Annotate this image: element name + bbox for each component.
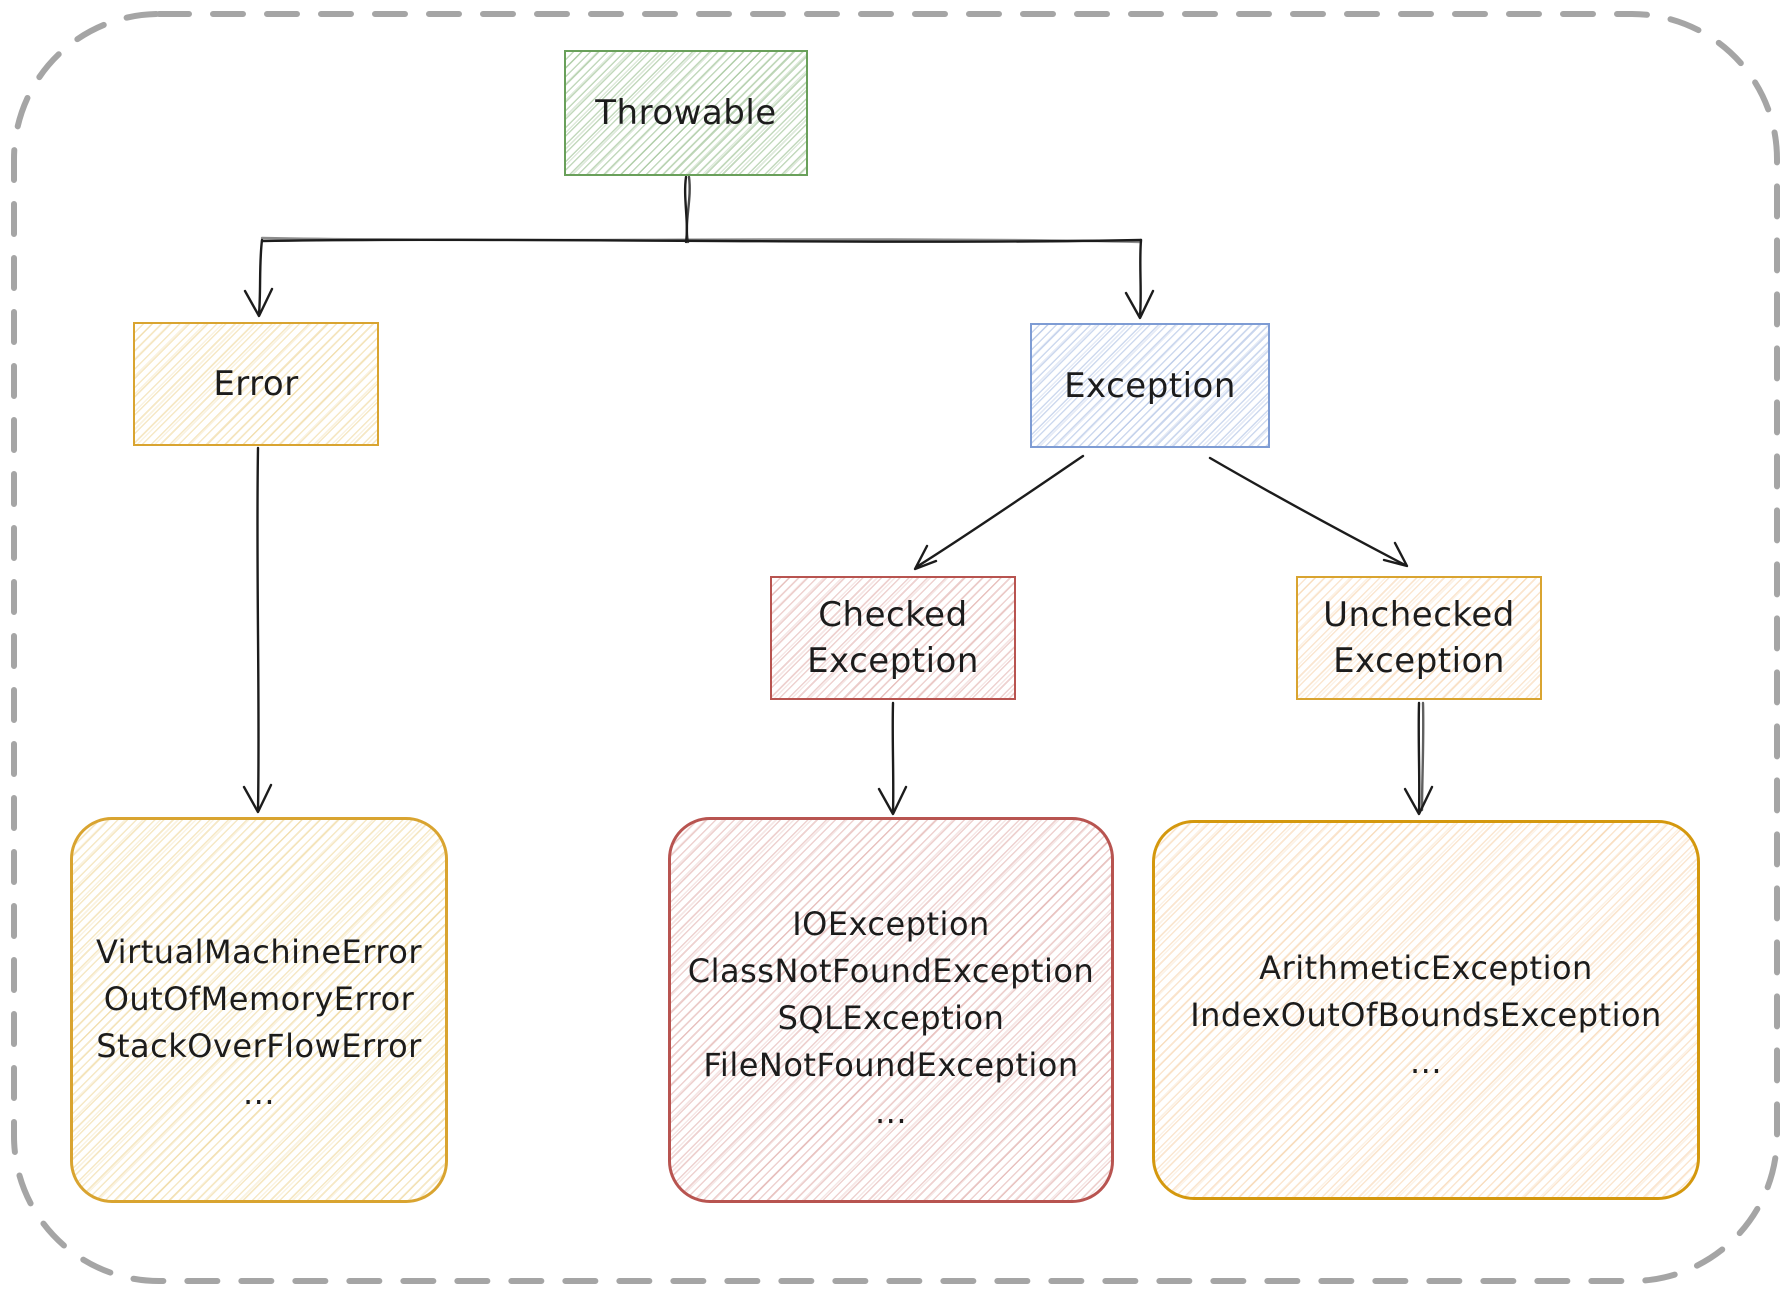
node-checked-examples: IOException ClassNotFoundException SQLEx… <box>668 817 1114 1203</box>
arrow-error-to-examples-head <box>242 783 273 814</box>
arrow-unchecked-to-examples-head <box>1403 785 1434 816</box>
node-throwable-label: Throwable <box>595 93 777 133</box>
arrow-exception-to-checked-head <box>913 544 938 571</box>
arrow-exception-to-unchecked-head <box>1382 541 1409 568</box>
node-unchecked-exception: Unchecked Exception <box>1296 576 1542 700</box>
arrow-checked-to-examples-head <box>877 785 908 816</box>
node-error-label: Error <box>213 364 299 404</box>
node-error-examples: VirtualMachineError OutOfMemoryError Sta… <box>70 817 448 1203</box>
error-example-item: OutOfMemoryError <box>103 980 415 1018</box>
arrow-checked-to-examples <box>891 701 895 814</box>
node-exception: Exception <box>1030 323 1270 448</box>
checked-example-item: FileNotFoundException <box>703 1045 1079 1084</box>
connector-split-bar-2 <box>260 236 1143 244</box>
checked-example-item: SQLException <box>777 998 1005 1037</box>
arrow-to-exception <box>1138 238 1143 318</box>
node-checked-exception-label-line2: Exception <box>807 641 979 681</box>
arrow-to-exception-head <box>1124 289 1155 320</box>
arrow-error-to-examples <box>256 446 260 812</box>
unchecked-example-item: ... <box>1409 1042 1442 1081</box>
error-example-item: StackOverFlowError <box>96 1027 422 1065</box>
outer-dashed-border <box>11 11 1780 1284</box>
node-checked-exception-label-line1: Checked <box>818 595 968 635</box>
node-checked-exception: Checked Exception <box>770 576 1016 700</box>
checked-example-item: ... <box>874 1092 907 1131</box>
error-example-item: VirtualMachineError <box>95 933 422 971</box>
arrow-to-error <box>257 238 264 316</box>
node-error: Error <box>133 322 379 446</box>
node-throwable: Throwable <box>564 50 808 176</box>
unchecked-example-item: IndexOutOfBoundsException <box>1190 995 1662 1034</box>
arrow-to-error-head <box>243 287 274 318</box>
arrow-exception-to-unchecked <box>1208 456 1407 567</box>
unchecked-example-item: ArithmeticException <box>1259 948 1593 987</box>
node-unchecked-exception-label-line2: Exception <box>1333 641 1505 681</box>
checked-example-item: ClassNotFoundException <box>687 951 1095 990</box>
arrow-exception-to-checked <box>916 454 1085 568</box>
arrow-unchecked-to-examples <box>1417 701 1421 814</box>
node-unchecked-examples: ArithmeticException IndexOutOfBoundsExce… <box>1152 820 1700 1200</box>
node-exception-label: Exception <box>1064 365 1236 406</box>
arrow-unchecked-to-examples-2 <box>1420 701 1425 812</box>
connector-throwable-stem-2 <box>685 175 691 244</box>
error-example-item: ... <box>242 1074 275 1112</box>
checked-example-item: IOException <box>792 904 990 943</box>
node-unchecked-exception-label-line1: Unchecked <box>1323 595 1515 635</box>
